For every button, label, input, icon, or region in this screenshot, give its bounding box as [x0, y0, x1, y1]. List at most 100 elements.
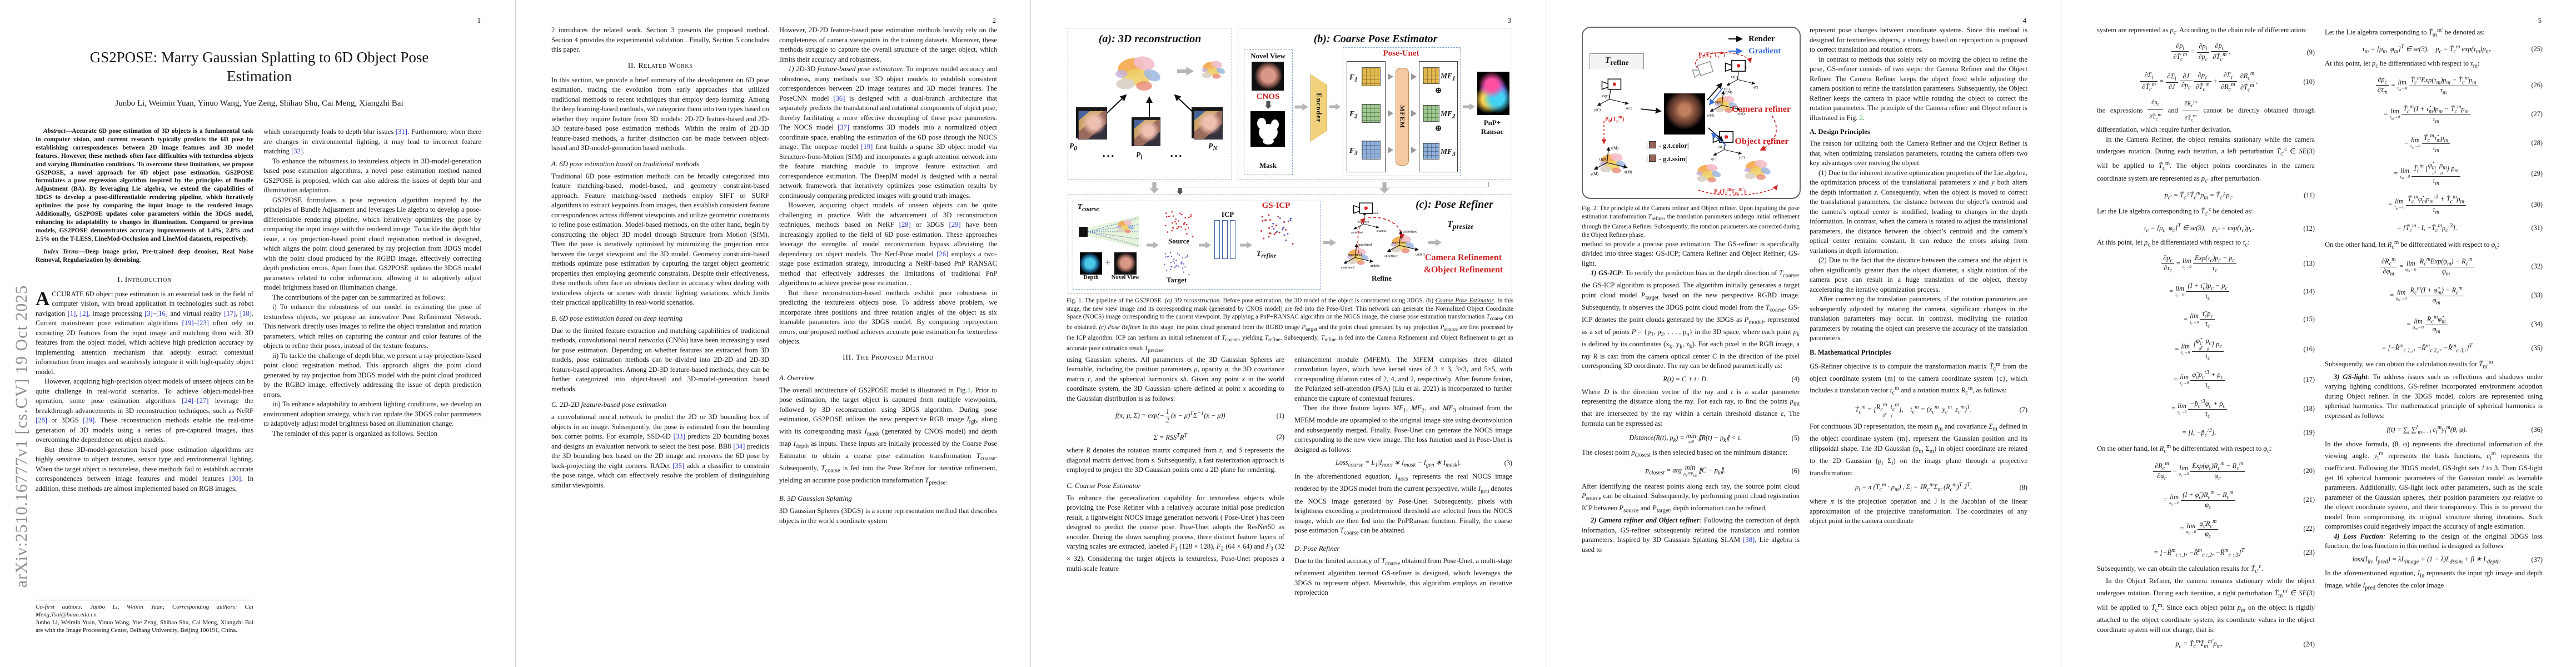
- page-number: 1: [477, 17, 481, 24]
- equation: R(t) = C + t · D.(4): [1582, 375, 1800, 384]
- citation-link[interactable]: [31]: [395, 128, 407, 136]
- fig1-panel-c-title: (c): Pose Refiner: [1416, 198, 1493, 211]
- paragraph: After identifying the nearest points alo…: [1582, 482, 1800, 514]
- view-label-pn: PN: [1208, 142, 1218, 152]
- figure-caption: Fig. 2. The principle of the Camera refi…: [1582, 205, 1800, 239]
- citation-link[interactable]: [35]: [672, 461, 685, 470]
- citation-link[interactable]: [38]: [1743, 536, 1755, 544]
- columns: Abstract—Accurate 6D pose estimation of …: [36, 127, 483, 634]
- citation-link[interactable]: [27]: [197, 397, 209, 405]
- citation-link[interactable]: [2]: [80, 309, 88, 317]
- equation-body: R(t) = C + t · D.: [1663, 375, 1708, 383]
- equation: f(t) = ∑l ∑lm=−l clmylm(θ, φ).(36): [2325, 425, 2543, 436]
- svg-text:undefined: undefined: [1358, 243, 1372, 247]
- citation-link[interactable]: [34]: [733, 442, 745, 450]
- gaussian-splat-blob: [1104, 47, 1174, 101]
- gs-icp-label: GS-ICP: [1262, 201, 1291, 210]
- citation-link[interactable]: [17]: [224, 309, 236, 317]
- paragraph: enhancement module (MFEM). The MFEM comp…: [1294, 355, 1512, 402]
- equation-number: (11): [2303, 191, 2315, 199]
- equation-number: (20): [2303, 467, 2315, 475]
- equation-number: (25): [2531, 45, 2543, 53]
- citation-link[interactable]: [29]: [949, 221, 961, 228]
- footnote: Co-first authors: Junbo Li, Weinin Yuan;…: [36, 600, 253, 634]
- source-label: Source: [1168, 237, 1190, 245]
- citation-link[interactable]: [19]: [861, 143, 873, 151]
- paper-title: GS2POSE: Marry Gaussian Splatting to 6D …: [89, 49, 429, 84]
- page-number: 5: [2538, 17, 2542, 24]
- arxiv-stamp: arXiv:2510.16777v1 [cs.CV] 19 Oct 2025: [12, 285, 31, 588]
- citation-link[interactable]: [23]: [197, 319, 209, 327]
- citation-link[interactable]: [18]: [240, 309, 252, 317]
- svg-text:y(M): y(M): [1591, 172, 1598, 176]
- citation-link[interactable]: [37]: [838, 123, 850, 131]
- svg-text:y(M): y(M): [1707, 114, 1714, 118]
- svg-text:undefined: undefined: [1416, 252, 1425, 256]
- equation-number: (23): [2303, 548, 2315, 556]
- abstract-text: Abstract—Accurate 6D pose estimation of …: [36, 128, 253, 242]
- citation-link[interactable]: [29]: [83, 416, 95, 424]
- figure-area: (a): 3D reconstruction P0 • • • Pl • • •…: [1067, 28, 1513, 355]
- arrow-right-icon: [1388, 110, 1393, 117]
- equation-number: (1): [1276, 412, 1284, 420]
- citation-link[interactable]: [32]: [291, 147, 303, 155]
- drop-cap: A: [36, 287, 50, 310]
- equation-number: (8): [2019, 483, 2027, 491]
- f1-label: F1: [1349, 73, 1358, 83]
- equation-number: (21): [2303, 496, 2315, 504]
- section-heading: III. The Proposed Method: [843, 353, 934, 362]
- connector-line: [1488, 182, 1489, 187]
- citation-link[interactable]: [36]: [833, 94, 845, 102]
- citation-link[interactable]: [28]: [899, 221, 911, 228]
- paragraph: 3) GS-light: To address issues such as r…: [2325, 372, 2543, 420]
- equation-body: Σ = RSSTRT: [1153, 432, 1188, 442]
- mfem-block: MFEM: [1396, 68, 1409, 166]
- f1-grid: [1362, 67, 1381, 86]
- gaussian-splat-blob-small: [1196, 56, 1232, 84]
- equation-number: (36): [2531, 426, 2543, 434]
- equation-body: ∂Σi∂T̃cm = ∂Σi∂J ∂J∂pc ∂pc∂T̃cm + ∂Σi∂Rc…: [2097, 71, 2301, 93]
- fig1-panel-b-title: (b): Coarse Pose Estimator: [1313, 33, 1438, 45]
- fig1-panel-a: (a): 3D reconstruction P0 • • • Pl • • •…: [1068, 28, 1232, 180]
- equation-body: = [−R̂mc :,1, −R̂mc :,2, −R̂mc :,3]T: [2154, 547, 2245, 559]
- paragraph: In the Object Refiner, the camera remain…: [2097, 577, 2315, 634]
- citation-link[interactable]: [30]: [229, 475, 241, 482]
- citation-link[interactable]: [28]: [36, 416, 47, 424]
- citation-link[interactable]: [24]: [182, 397, 194, 405]
- page-body: Render Gradient Trefine x(C) y(C) z(C) O…: [1582, 0, 2029, 555]
- paragraph: But these reconstruction-based methods e…: [779, 288, 997, 346]
- merged-feature-box: MF1 ⊕ MF2 ⊕ MF3: [1419, 61, 1458, 172]
- citation-link[interactable]: [19]: [182, 319, 194, 327]
- render-label: Render: [1748, 34, 1775, 43]
- equation-number: (22): [2303, 525, 2315, 533]
- citation-link[interactable]: [26]: [936, 250, 949, 258]
- paragraph: However, 2D-2D feature-based pose estima…: [779, 26, 997, 63]
- equation-number: (7): [2019, 406, 2027, 414]
- equation-number: (32): [2531, 262, 2543, 271]
- citation-link[interactable]: [1]: [67, 309, 76, 317]
- equation-body: pc = T̃cmT̃mm′pm.: [2175, 639, 2223, 650]
- citation-link[interactable]: [16]: [156, 309, 168, 317]
- equation-number: (13): [2303, 260, 2315, 268]
- citation-link[interactable]: [3]: [145, 309, 153, 317]
- columns: Render Gradient Trefine x(C) y(C) z(C) O…: [1582, 26, 2029, 555]
- column-right: represent pose changes between coordinat…: [1810, 26, 2027, 555]
- citation-link[interactable]: [33]: [673, 432, 685, 440]
- mf3-grid: [1423, 143, 1439, 160]
- cnos-label: CNOS: [1256, 92, 1280, 101]
- equation-number: (9): [2306, 48, 2315, 56]
- object-blob: [1690, 159, 1728, 188]
- equation: Losscoarse = L1|Inocs ∗ Imask − Igen ∗ I…: [1294, 459, 1512, 468]
- arrow-right-icon: [1388, 147, 1393, 153]
- paragraph: In the above formula, (θ, φ) represents …: [2325, 440, 2543, 531]
- f3-grid: [1362, 141, 1381, 160]
